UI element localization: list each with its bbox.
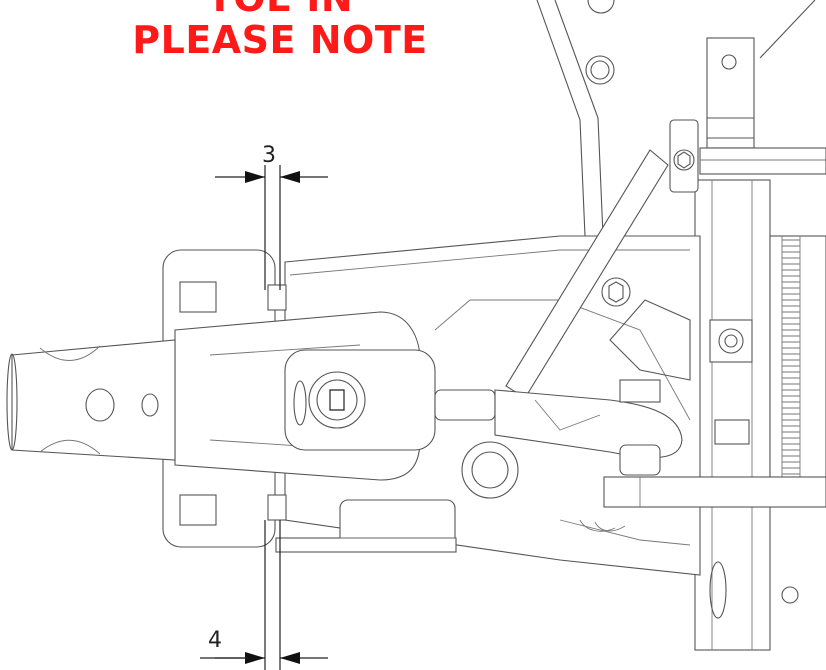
ball-link: [434, 379, 826, 508]
gear-teeth: [782, 239, 800, 487]
drive-yoke: [174, 311, 436, 481]
please-note-title: PLEASE NOTE: [132, 18, 428, 62]
lower-screw-block: [275, 499, 457, 553]
drive-shaft: [6, 339, 176, 461]
dimension-bottom: [200, 520, 328, 670]
toe-in-title: TOE IN: [0, 0, 560, 20]
dimension-bottom-value: 4: [208, 628, 222, 653]
upright-post: [694, 37, 826, 651]
dimension-top-value: 3: [262, 143, 276, 168]
chassis-plate: [536, 0, 816, 237]
dimension-top: [215, 165, 328, 290]
